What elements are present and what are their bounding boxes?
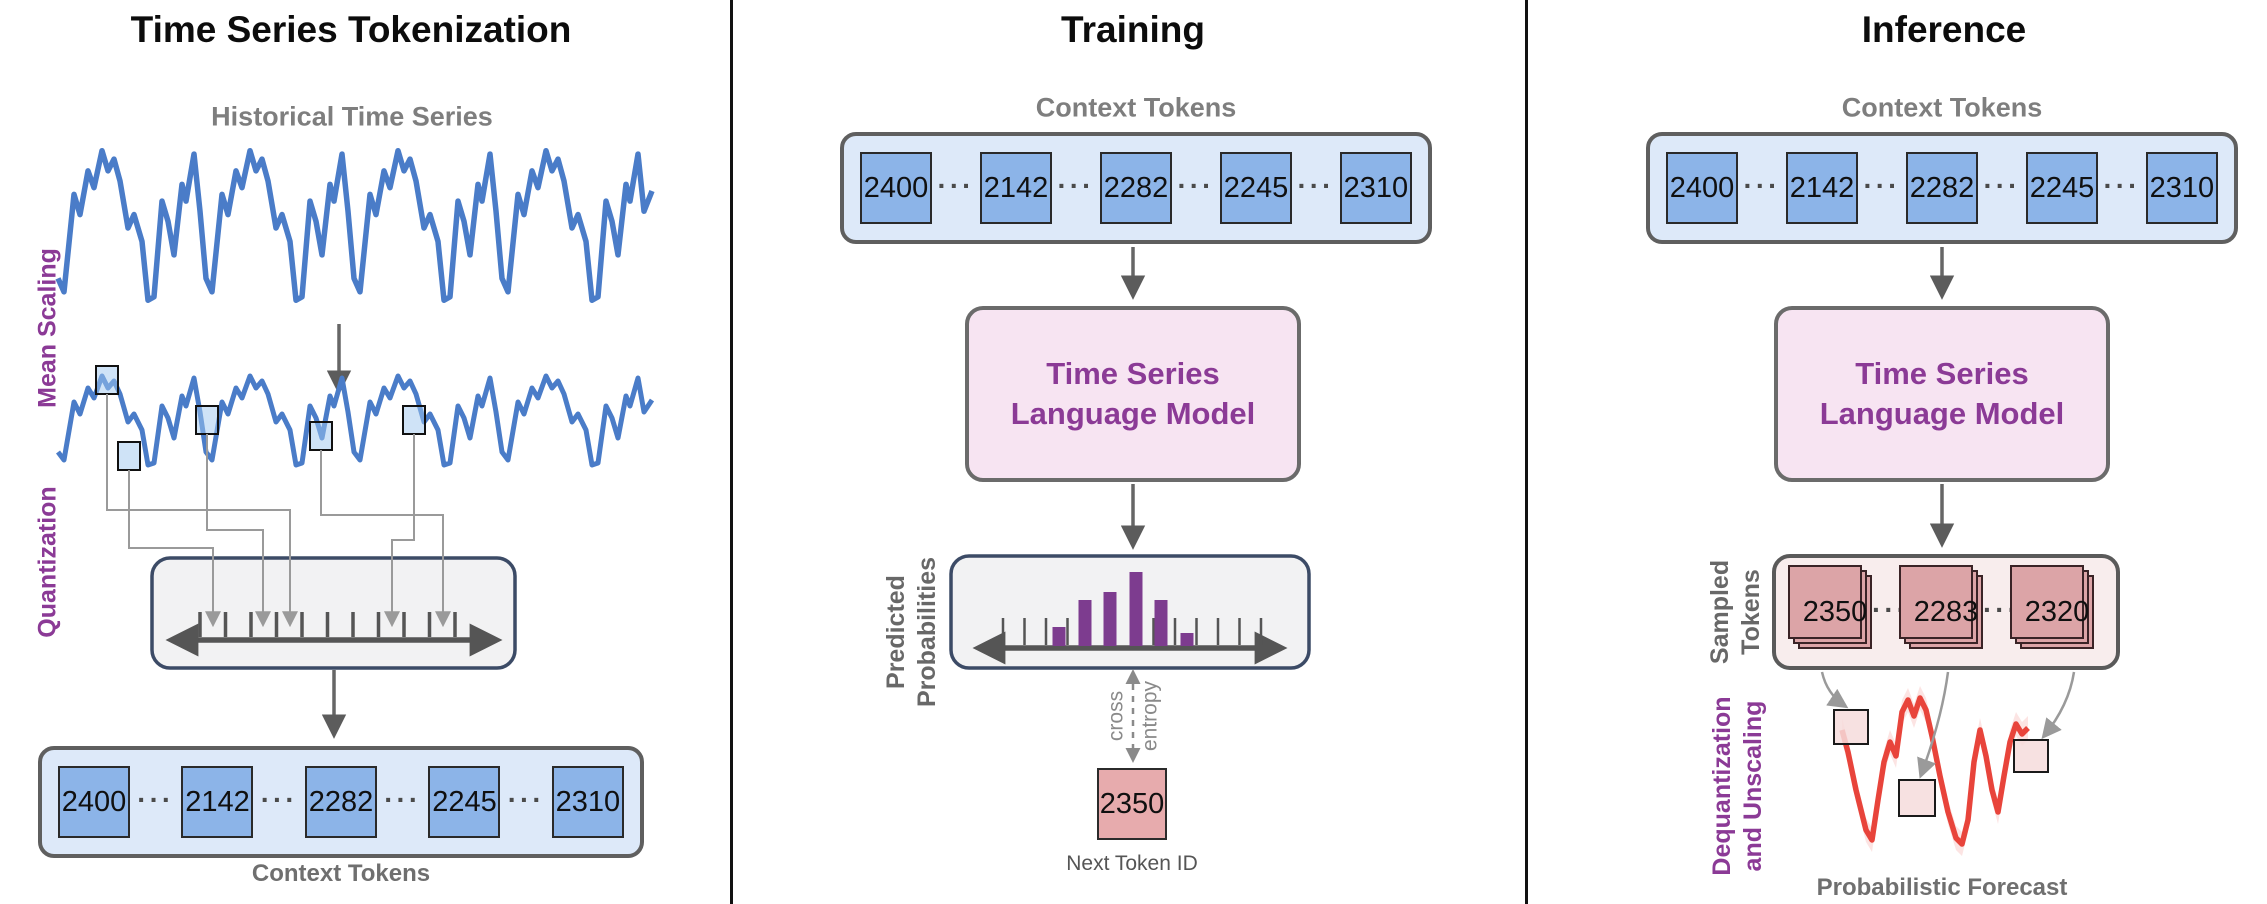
scaled-series-line	[56, 373, 655, 468]
predicted-probabilities-label: Predicted Probabilities	[881, 556, 941, 708]
probabilistic-forecast-caption: Probabilistic Forecast	[1816, 874, 2068, 901]
context-token: 2142	[979, 152, 1052, 224]
inference-title: Inference	[1861, 9, 2027, 50]
ellipsis: ···	[2103, 170, 2141, 201]
context-token: 2310	[1339, 152, 1412, 224]
context-token: 2310	[551, 766, 624, 838]
token-connector-lines	[106, 394, 451, 628]
context-token: 2245	[428, 766, 501, 838]
tokenization-title: Time Series Tokenization	[130, 9, 572, 50]
context-token-strip-training: 2400 ··· 2142 ··· 2282 ··· 2245 ··· 2310	[840, 132, 1432, 244]
inference-context-tokens-label: Context Tokens	[1841, 92, 2043, 123]
sampled-token-arrow-3	[2041, 671, 2076, 740]
next-token-id-caption: Next Token ID	[1066, 852, 1198, 875]
time-series-language-model-box-inference: Time Series Language Model	[1774, 306, 2110, 482]
context-token: 2245	[2025, 152, 2098, 224]
sampled-token: 2350	[1798, 575, 1872, 649]
context-token: 2400	[860, 152, 932, 224]
training-context-tokens-label: Context Tokens	[1035, 92, 1237, 123]
ellipsis: ···	[507, 784, 545, 815]
context-token: 2245	[1219, 152, 1292, 224]
ellipsis: ···	[1743, 170, 1781, 201]
ellipsis: ···	[1057, 170, 1095, 201]
model-label-line1: Time Series	[1855, 355, 2029, 391]
ellipsis: ···	[1983, 170, 2021, 201]
ellipsis: ···	[1863, 170, 1901, 201]
probabilities-bars	[1052, 572, 1194, 646]
next-token-id-box: 2350	[1097, 768, 1167, 840]
model-label-line2: Language Model	[1819, 396, 2065, 431]
time-series-language-model-box-training: Time Series Language Model	[965, 306, 1301, 482]
model-label-line1: Time Series	[1046, 355, 1220, 391]
sampled-token-strip: 2350 ··· 2283 ··· 2320	[1772, 554, 2120, 670]
context-token: 2282	[1099, 152, 1172, 224]
probabilistic-forecast-plot	[1833, 686, 2049, 856]
context-token: 2400	[58, 766, 130, 838]
ellipsis: ···	[1177, 170, 1215, 201]
sampled-token: 2320	[2019, 575, 2094, 649]
ellipsis: ···	[937, 170, 975, 201]
training-title: Training	[1061, 9, 1205, 50]
quantization-ticks	[198, 612, 457, 637]
sampled-tokens-label: Sampled Tokens	[1705, 559, 1765, 665]
context-token: 2282	[1905, 152, 1978, 224]
context-token: 2142	[181, 766, 254, 838]
quantization-label: Quantization	[33, 486, 62, 638]
sampled-token: 2283	[1908, 575, 1983, 649]
historical-series-label: Historical Time Series	[211, 101, 493, 132]
context-token-strip-inference: 2400 ··· 2142 ··· 2282 ··· 2245 ··· 2310	[1646, 132, 2238, 244]
ellipsis: ···	[137, 784, 175, 815]
quantization-box	[150, 556, 517, 670]
ellipsis: ···	[384, 784, 422, 815]
sampled-token-arrow-2	[1917, 671, 1950, 779]
context-token-strip-tokenization: 2400 ··· 2142 ··· 2282 ··· 2245 ··· 2310	[38, 746, 644, 858]
historical-series-line	[55, 147, 655, 303]
context-token: 2282	[304, 766, 377, 838]
mean-scaling-label: Mean Scaling	[33, 248, 62, 408]
context-tokens-caption: Context Tokens	[251, 860, 431, 887]
ellipsis: ···	[260, 784, 298, 815]
dequantization-label: Dequantization and Unscaling	[1707, 696, 1767, 876]
context-token: 2400	[1666, 152, 1738, 224]
ellipsis: ···	[1297, 170, 1335, 201]
context-token: 2142	[1785, 152, 1858, 224]
sampled-token-arrow-1	[1820, 671, 1849, 709]
cross-entropy-label: cross entropy	[1104, 680, 1161, 752]
context-token: 2310	[2145, 152, 2218, 224]
model-label-line2: Language Model	[1010, 396, 1256, 431]
